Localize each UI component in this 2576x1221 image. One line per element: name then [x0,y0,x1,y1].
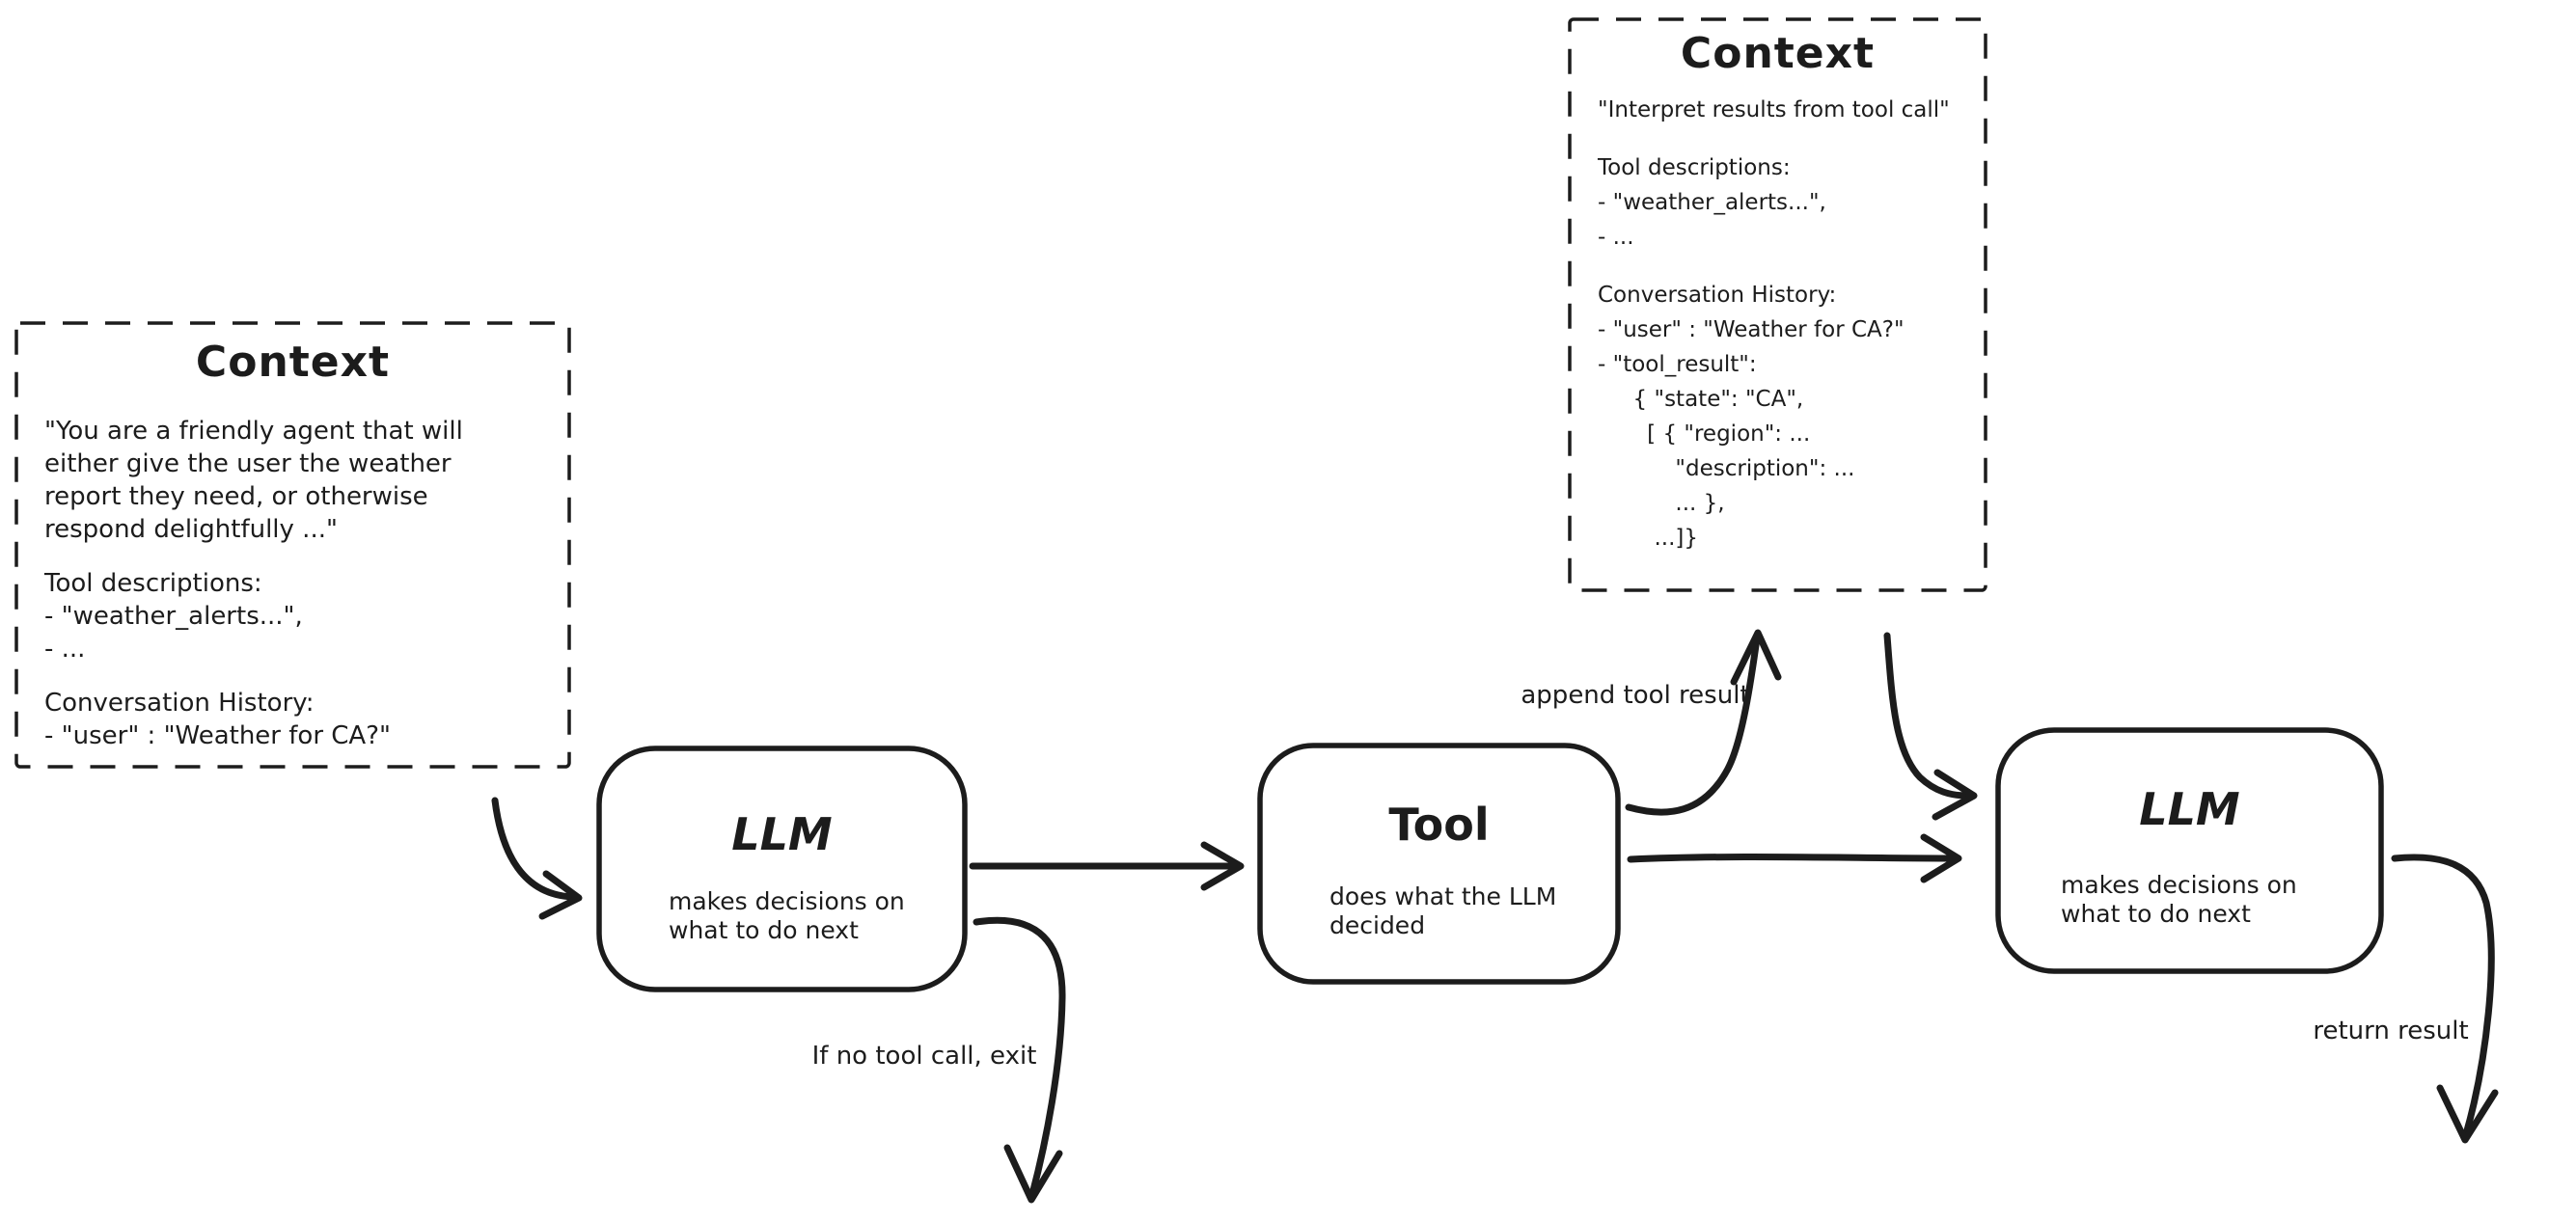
text-line: either give the user the weather [44,449,452,478]
arrow-return-result [2391,854,2499,1144]
context-top-box-border [1568,17,1987,592]
text-line: - "tool_result": [1598,352,1757,377]
append-tool-result-label: append tool result [1521,681,1750,710]
text-line: Tool descriptions: [44,569,262,598]
text-line [1598,255,1950,278]
text-line: - "weather_alerts...", [1598,190,1826,215]
text-line: Tool descriptions: [1598,155,1791,180]
arrow-tool-to-llm-second [1627,833,1962,883]
text-line: - "weather_alerts...", [44,602,303,631]
text-line: [ { "region": ... [1598,421,1811,447]
text-line: makes decisions on [2061,871,2297,899]
text-line: { "state": "CA", [1598,387,1804,412]
text-line: makes decisions on [669,887,905,915]
arrow-llm-exit [973,916,1066,1204]
text-line: what to do next [2061,900,2251,928]
text-line: Conversation History: [44,689,315,718]
text-line: report they need, or otherwise [44,482,428,511]
context-top-body: "Interpret results from tool call" Tool d… [1598,93,1950,556]
context-left-box-border [14,321,571,769]
text-line: "You are a friendly agent that will [44,417,463,446]
arrow-tool-to-context [1625,629,1782,816]
arrow-context-to-llm-second [1883,632,1978,821]
tool-title: Tool [1388,799,1490,851]
text-line: "Interpret results from tool call" [1598,97,1950,122]
text-line: - "user" : "Weather for CA?" [1598,317,1905,342]
llm-first-node [596,746,968,992]
text-line: - "user" : "Weather for CA?" [44,721,391,750]
text-line: decided [1329,911,1426,939]
text-line: Conversation History: [1598,283,1837,308]
text-line: does what the LLM [1329,882,1557,910]
text-line: ... }, [1598,491,1725,516]
context-top-title: Context [1680,29,1876,78]
llm-first-title: LLM [731,808,833,860]
tool-node [1257,743,1621,985]
text-line: - ... [44,635,86,664]
context-left-title: Context [195,338,391,387]
text-line: - ... [1598,225,1634,250]
arrow-context-left-to-llm [491,797,583,920]
text-line: ...]} [1598,526,1699,551]
if-no-tool-call-exit-label: If no tool call, exit [811,1042,1037,1071]
return-result-label: return result [2313,1017,2469,1045]
text-line: what to do next [669,916,859,944]
llm-second-node [1995,727,2384,974]
llm-second-title: LLM [2139,783,2240,835]
context-left-body: "You are a friendly agent that will eithe… [44,415,463,752]
text-line: respond delightfully ..." [44,515,338,544]
text-line [44,665,463,687]
text-line [1598,127,1950,150]
text-line [44,546,463,567]
text-line: "description": ... [1598,456,1855,481]
arrow-llm-to-tool [969,841,1245,891]
